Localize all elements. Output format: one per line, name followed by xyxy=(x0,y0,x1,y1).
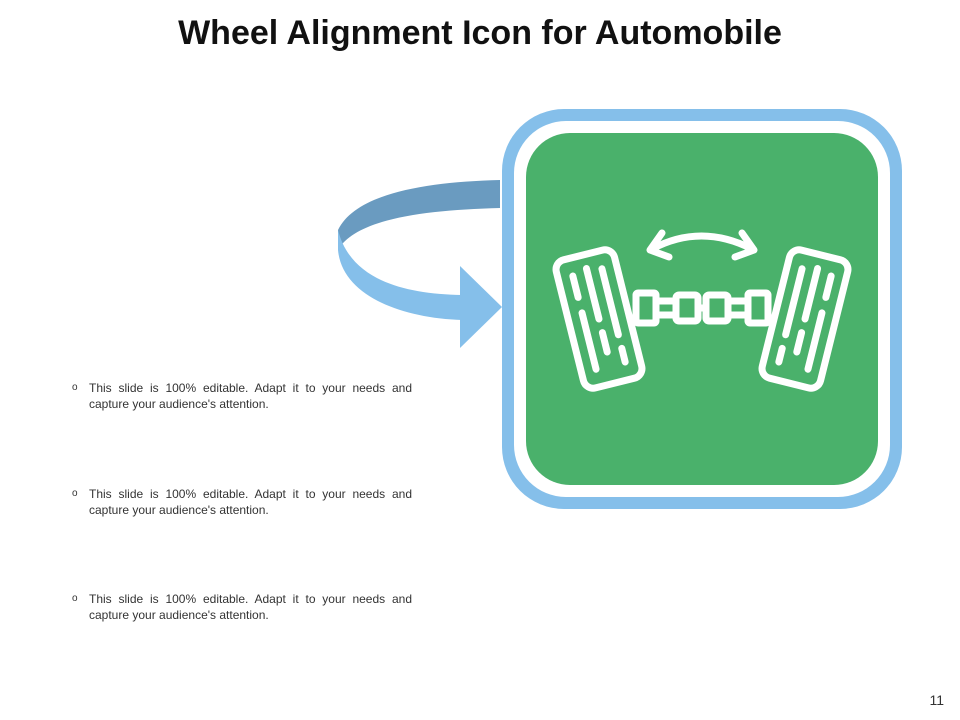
alignment-arc-left-head xyxy=(646,229,673,261)
alignment-arc xyxy=(648,232,756,253)
bullet-marker: o xyxy=(72,382,78,393)
bullet-marker: o xyxy=(72,488,78,499)
curved-arrow-back-band xyxy=(338,180,500,250)
bullet-marker: o xyxy=(72,593,78,604)
page-number: 11 xyxy=(929,692,944,708)
curved-arrow-front-band xyxy=(338,230,462,320)
axle-linkage-icon xyxy=(632,289,772,327)
bullet-item: o This slide is 100% editable. Adapt it … xyxy=(72,486,412,518)
slide-title: Wheel Alignment Icon for Automobile xyxy=(178,14,782,52)
bullet-text: This slide is 100% editable. Adapt it to… xyxy=(89,592,412,622)
right-tire-icon xyxy=(758,246,852,392)
bullet-text: This slide is 100% editable. Adapt it to… xyxy=(89,381,412,411)
icon-background xyxy=(526,133,878,485)
alignment-arc-right-head xyxy=(731,229,758,261)
icon-frame xyxy=(502,109,902,509)
bullet-item: o This slide is 100% editable. Adapt it … xyxy=(72,380,412,412)
wheel-alignment-icon xyxy=(552,229,852,392)
left-tire-icon xyxy=(552,246,646,392)
bullet-text: This slide is 100% editable. Adapt it to… xyxy=(89,487,412,517)
curved-arrow-head xyxy=(460,266,502,348)
curved-arrow-icon xyxy=(338,180,502,348)
bullet-item: o This slide is 100% editable. Adapt it … xyxy=(72,591,412,623)
